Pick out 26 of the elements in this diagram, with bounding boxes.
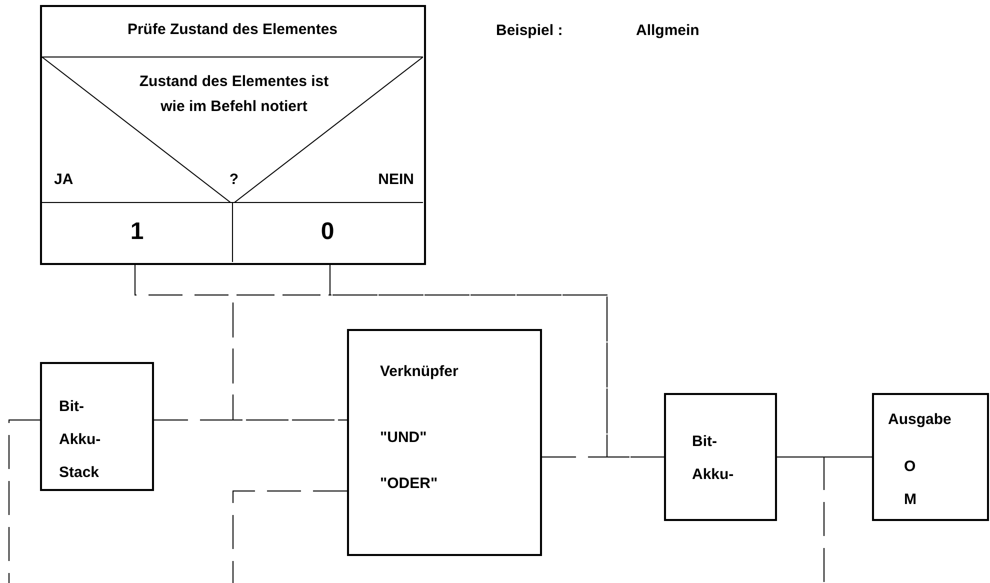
table-heading: Prüfe Zustand des Elementes: [127, 21, 338, 38]
branch-label: ?: [229, 171, 239, 188]
box-label: Bit- Akku-: [692, 433, 734, 483]
connector-line: [232, 490, 348, 583]
table-cell: [42, 202, 232, 262]
box-label: "UND": [380, 429, 427, 446]
box-label: O: [904, 458, 916, 475]
connector-line: [776, 456, 824, 583]
process-box: [347, 329, 542, 556]
process-box: [872, 393, 989, 521]
question-text: Zustand des Elementes ist wie im Befehl notiert: [139, 73, 329, 115]
connector-line: [542, 456, 664, 458]
process-box: [40, 362, 154, 491]
box-title: Ausgabe: [888, 411, 952, 428]
box-label: M: [904, 491, 916, 508]
note-text: Beispiel :: [496, 22, 563, 39]
branch-label: JA: [54, 171, 74, 188]
branch-label: NEIN: [378, 171, 414, 188]
box-title: Verknüpfer: [380, 363, 458, 380]
box-label: "ODER": [380, 475, 438, 492]
cell-value: 1: [130, 218, 144, 244]
connector-line: [8, 420, 40, 583]
process-box: [664, 393, 777, 521]
note-text: Allgmein: [636, 22, 700, 39]
box-label: Bit- Akku- Stack: [59, 398, 101, 481]
cell-value: 0: [320, 218, 334, 244]
